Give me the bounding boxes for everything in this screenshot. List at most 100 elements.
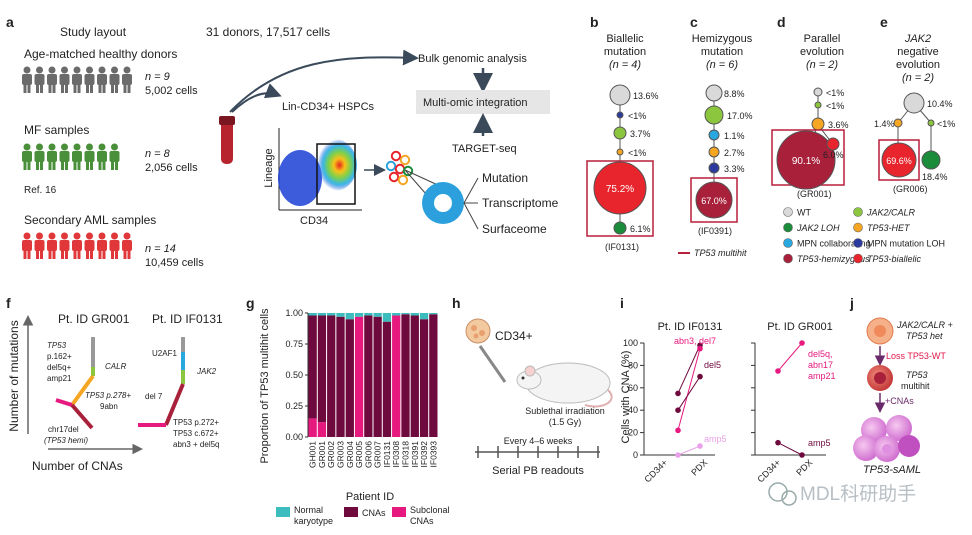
g-x-tick-label: IF0391 [410,441,420,468]
h-serial: Serial PB readouts [492,465,584,477]
i-y-tick-label: 100 [623,338,638,348]
legend-normal-2: karyotype [294,516,333,526]
legend-label: JAK2 LOH [796,223,840,233]
panel-c: c Hemizygous mutation (n = 6) 8.8% 17.0%… [678,14,753,258]
j-bottom: TP53-sAML [863,464,921,476]
panel-b-title-2: mutation [604,46,646,58]
group-aml-name: Secondary AML samples [24,213,156,227]
bar-segment [327,313,336,316]
panel-d: d Parallel evolution (n = 2) <1% <1% 3.6… [771,14,849,199]
arrow-to-hspc [231,83,282,113]
b-label-2: <1% [628,111,646,121]
bar-segment [429,314,438,437]
i-y-tick-label: 80 [628,360,638,370]
panel-d-title-1: Parallel [804,33,841,45]
legend-subclonal-2: CNAs [410,516,434,526]
f-yaxis-label: Number of mutations [7,320,21,431]
panel-b: b Biallelic mutation (n = 4) 13.6% <1% 3… [586,14,659,252]
bar-segment [308,315,317,419]
arrow-to-bulk [229,49,419,113]
bar-segment [317,313,327,316]
e-label-2: 1.4% [874,119,895,129]
legend-swatch [853,253,863,264]
flow-cytometry-plot: Lineage CD34 [263,128,362,227]
f1-label-6: TP53 p.278+ [85,391,131,400]
i-series-label: del5q, [808,349,833,359]
e-label-5: 18.4% [922,172,948,182]
f1-label-9: (TP53 hemi) [44,436,88,445]
cluster-cell [385,160,397,172]
bulk-analysis-label: Bulk genomic analysis [418,53,527,65]
cluster-cell [397,174,409,186]
legend-swatch [783,207,793,217]
legend-label: WT [797,208,811,218]
j-mid-2: multihit [901,381,930,391]
cluster-cell [390,150,402,162]
timeline-ticks [477,446,599,458]
i-point [775,439,781,446]
f-id-1: Pt. ID GR001 [58,312,130,326]
panel-c-letter: c [690,14,698,30]
i-point [799,340,805,346]
legend-label: MPN collaborating [797,239,871,249]
panel-c-title-1: Hemizygous [692,33,753,45]
node-jak2 [613,126,627,140]
f2-label-2: JAK2 [196,367,217,376]
e-label-4: 69.6% [886,156,912,166]
legend-cnas: CNAs [362,508,386,518]
i-series-label: abn3, del7 [674,336,716,346]
g-x-tick-label: GR001 [317,441,327,468]
lin-cd34-label: Lin-CD34+ HSPCs [282,101,375,113]
bar-segment [401,314,410,437]
node-jak2-loh [921,150,941,170]
g-ylabel: Proportion of TP53 multihit cells [259,308,271,464]
bar-segment [419,319,429,437]
j-top-1: JAK2/CALR + [896,320,953,330]
multiomic-box [416,90,550,114]
f-xaxis-label: Number of CNAs [32,459,123,473]
i-pair-line [677,348,701,431]
f1-label-4: amp21 [47,374,72,383]
node-jak2 [927,119,935,127]
i-point [799,452,805,458]
bar-segment [345,313,354,320]
g-x-tick-label: GR005 [354,441,364,468]
g-x-tick-label: IF0308 [391,441,401,468]
bar-segment [382,313,392,322]
f2-label-3: del 7 [145,392,163,401]
panel-a-letter: a [6,14,14,30]
h-cd34-label: CD34+ [495,329,533,343]
lineage-axis-label: Lineage [263,148,275,187]
legend-swatch [853,238,863,248]
i-point [675,390,681,397]
multihit-box [878,139,920,181]
f1-label-3: del5q+ [47,363,72,372]
legend-swatch [783,222,793,233]
c-patient-id: (IF0391) [698,226,732,236]
e-label-1: 10.4% [927,99,953,109]
output-surfaceome: Surfaceome [482,222,547,236]
watermark: MDL科研助手 [768,482,916,506]
bar-segment [364,315,373,437]
people-icons-healthy [22,66,132,93]
group-mf-name: MF samples [24,123,89,137]
multihit-box [690,177,738,223]
node-wt [705,84,723,102]
panel-e-letter: e [880,14,888,30]
study-layout-title: Study layout [60,25,127,39]
bar-segment [392,313,401,316]
j-mid-1: TP53 [906,370,928,380]
g-y-tick-label: 1.00 [285,308,303,318]
node-mpn-collab [708,129,720,141]
panel-i: i Cells with CNA (%) Pt. ID IF0131 Pt. I… [620,295,836,484]
d-label-3: 3.6% [828,120,849,130]
i-pair-line [677,345,701,394]
i-series-label: amp21 [808,371,836,381]
bar-segment [419,313,429,320]
h-weeks: Every 4–6 weeks [504,436,573,446]
cluster-cell [388,171,400,183]
group-healthy-cells: 5,002 cells [145,85,198,97]
panel-i-letter: i [620,295,624,311]
e-patient-id: (GR006) [893,184,928,194]
g-y-tick-label: 0.50 [285,370,303,380]
